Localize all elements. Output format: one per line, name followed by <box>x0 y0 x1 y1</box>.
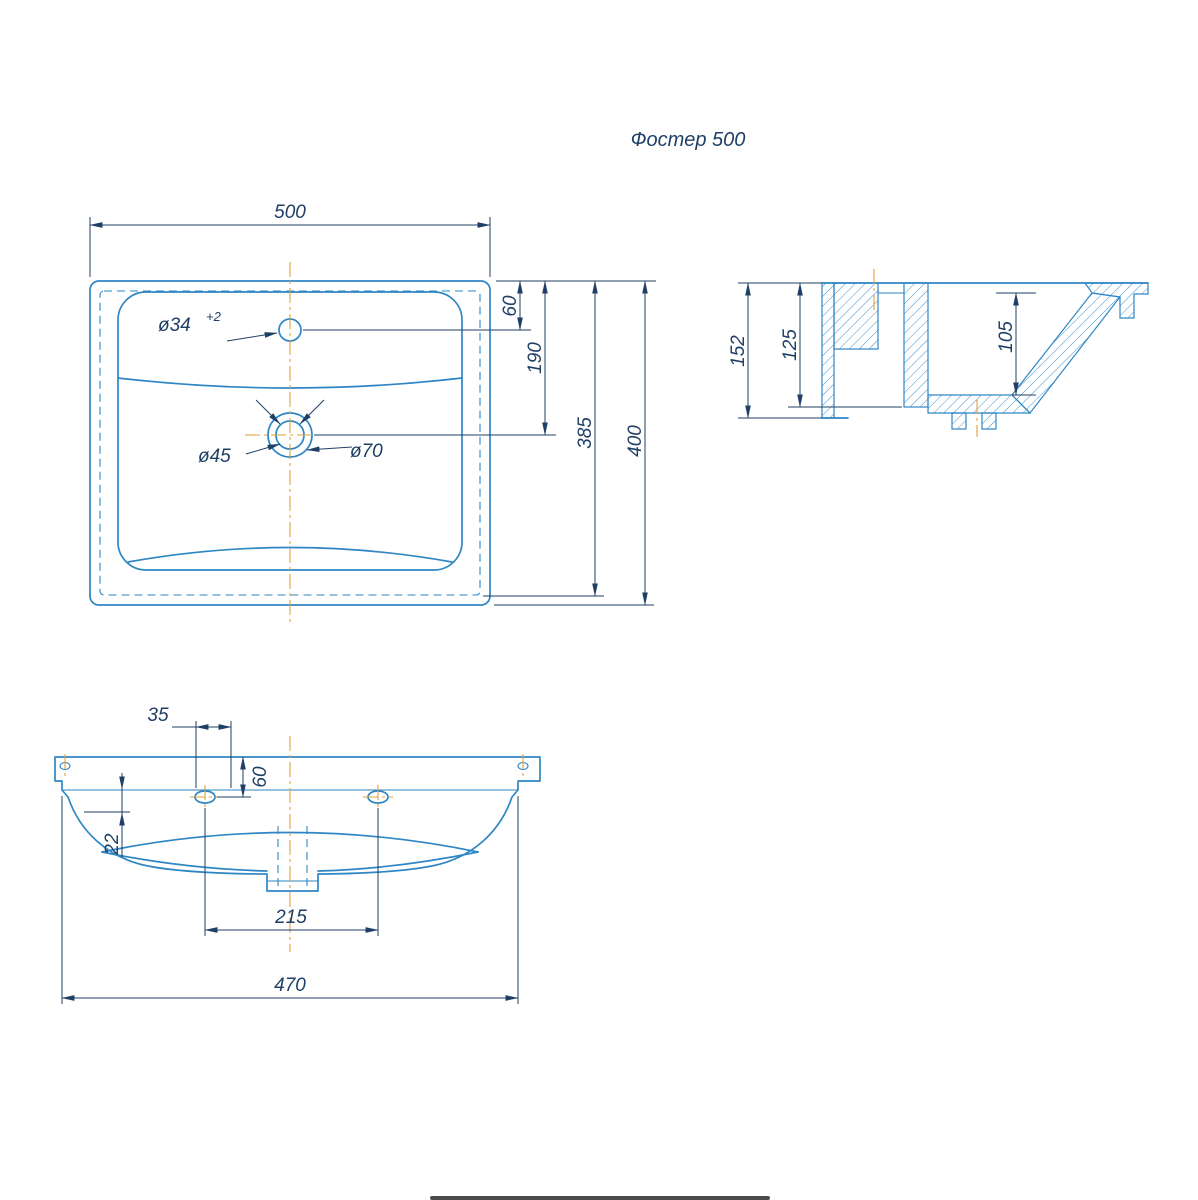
dim-190-label: 190 <box>525 342 546 374</box>
front-slot-centerlines <box>64 754 524 779</box>
leader-drain-outer <box>306 446 353 452</box>
dim-470-label: 470 <box>274 975 306 996</box>
dim-470-extensions <box>61 796 519 1004</box>
dim-drain-outer-label: ø70 <box>350 441 383 462</box>
dim-385-label: 385 <box>575 417 596 449</box>
dim-60f-label: 60 <box>250 766 271 788</box>
front-bowl-curve-lower-right <box>317 851 479 872</box>
front-hole-centerlines <box>190 785 393 809</box>
section-basin-back-wall <box>903 282 929 408</box>
front-bowl-curve-lower-left <box>101 851 268 872</box>
dim-faucet-tol-label: +2 <box>206 309 222 324</box>
leader-faucet-d <box>226 332 278 342</box>
section-view: 152 125 105 <box>728 269 1149 437</box>
dim-152-label: 152 <box>728 335 749 367</box>
dim-215-label: 215 <box>274 907 307 928</box>
plan-view: 500 60 190 385 400 ø34 +2 ø45 ø70 <box>89 202 656 623</box>
section-back-wall <box>821 282 835 419</box>
front-bowl-curve-upper <box>101 831 479 853</box>
dim-faucet-d-label: ø34 <box>158 315 191 336</box>
plan-basin-front-curve <box>127 546 453 563</box>
drawing-title: Фостер 500 <box>631 129 746 151</box>
drain-arrow-upper-left <box>255 399 281 425</box>
front-drain-hidden-lines <box>277 826 308 889</box>
front-view: 35 60 22 215 470 <box>54 705 541 1004</box>
dim-105-label: 105 <box>996 321 1017 353</box>
leader-drain-inner <box>245 443 281 455</box>
dim-500-label: 500 <box>274 202 306 223</box>
section-front-rim <box>1083 282 1149 319</box>
dim-400-label: 400 <box>625 425 646 457</box>
section-mount-block <box>833 282 879 350</box>
section-drain-boss-right <box>981 412 997 430</box>
front-outline <box>54 756 541 892</box>
dim-35-extensions <box>195 721 232 788</box>
drain-arrow-upper-right <box>299 399 325 425</box>
dim-215-extensions <box>204 808 379 936</box>
bottom-edge-bar <box>430 1196 770 1200</box>
dim-drain-inner-label: ø45 <box>198 446 231 467</box>
section-drain-boss-left <box>951 412 967 430</box>
dim-60-label: 60 <box>500 295 521 317</box>
dim-22-label: 22 <box>102 833 123 856</box>
dim-35-label: 35 <box>147 705 169 726</box>
dim-125-label: 125 <box>780 329 801 361</box>
